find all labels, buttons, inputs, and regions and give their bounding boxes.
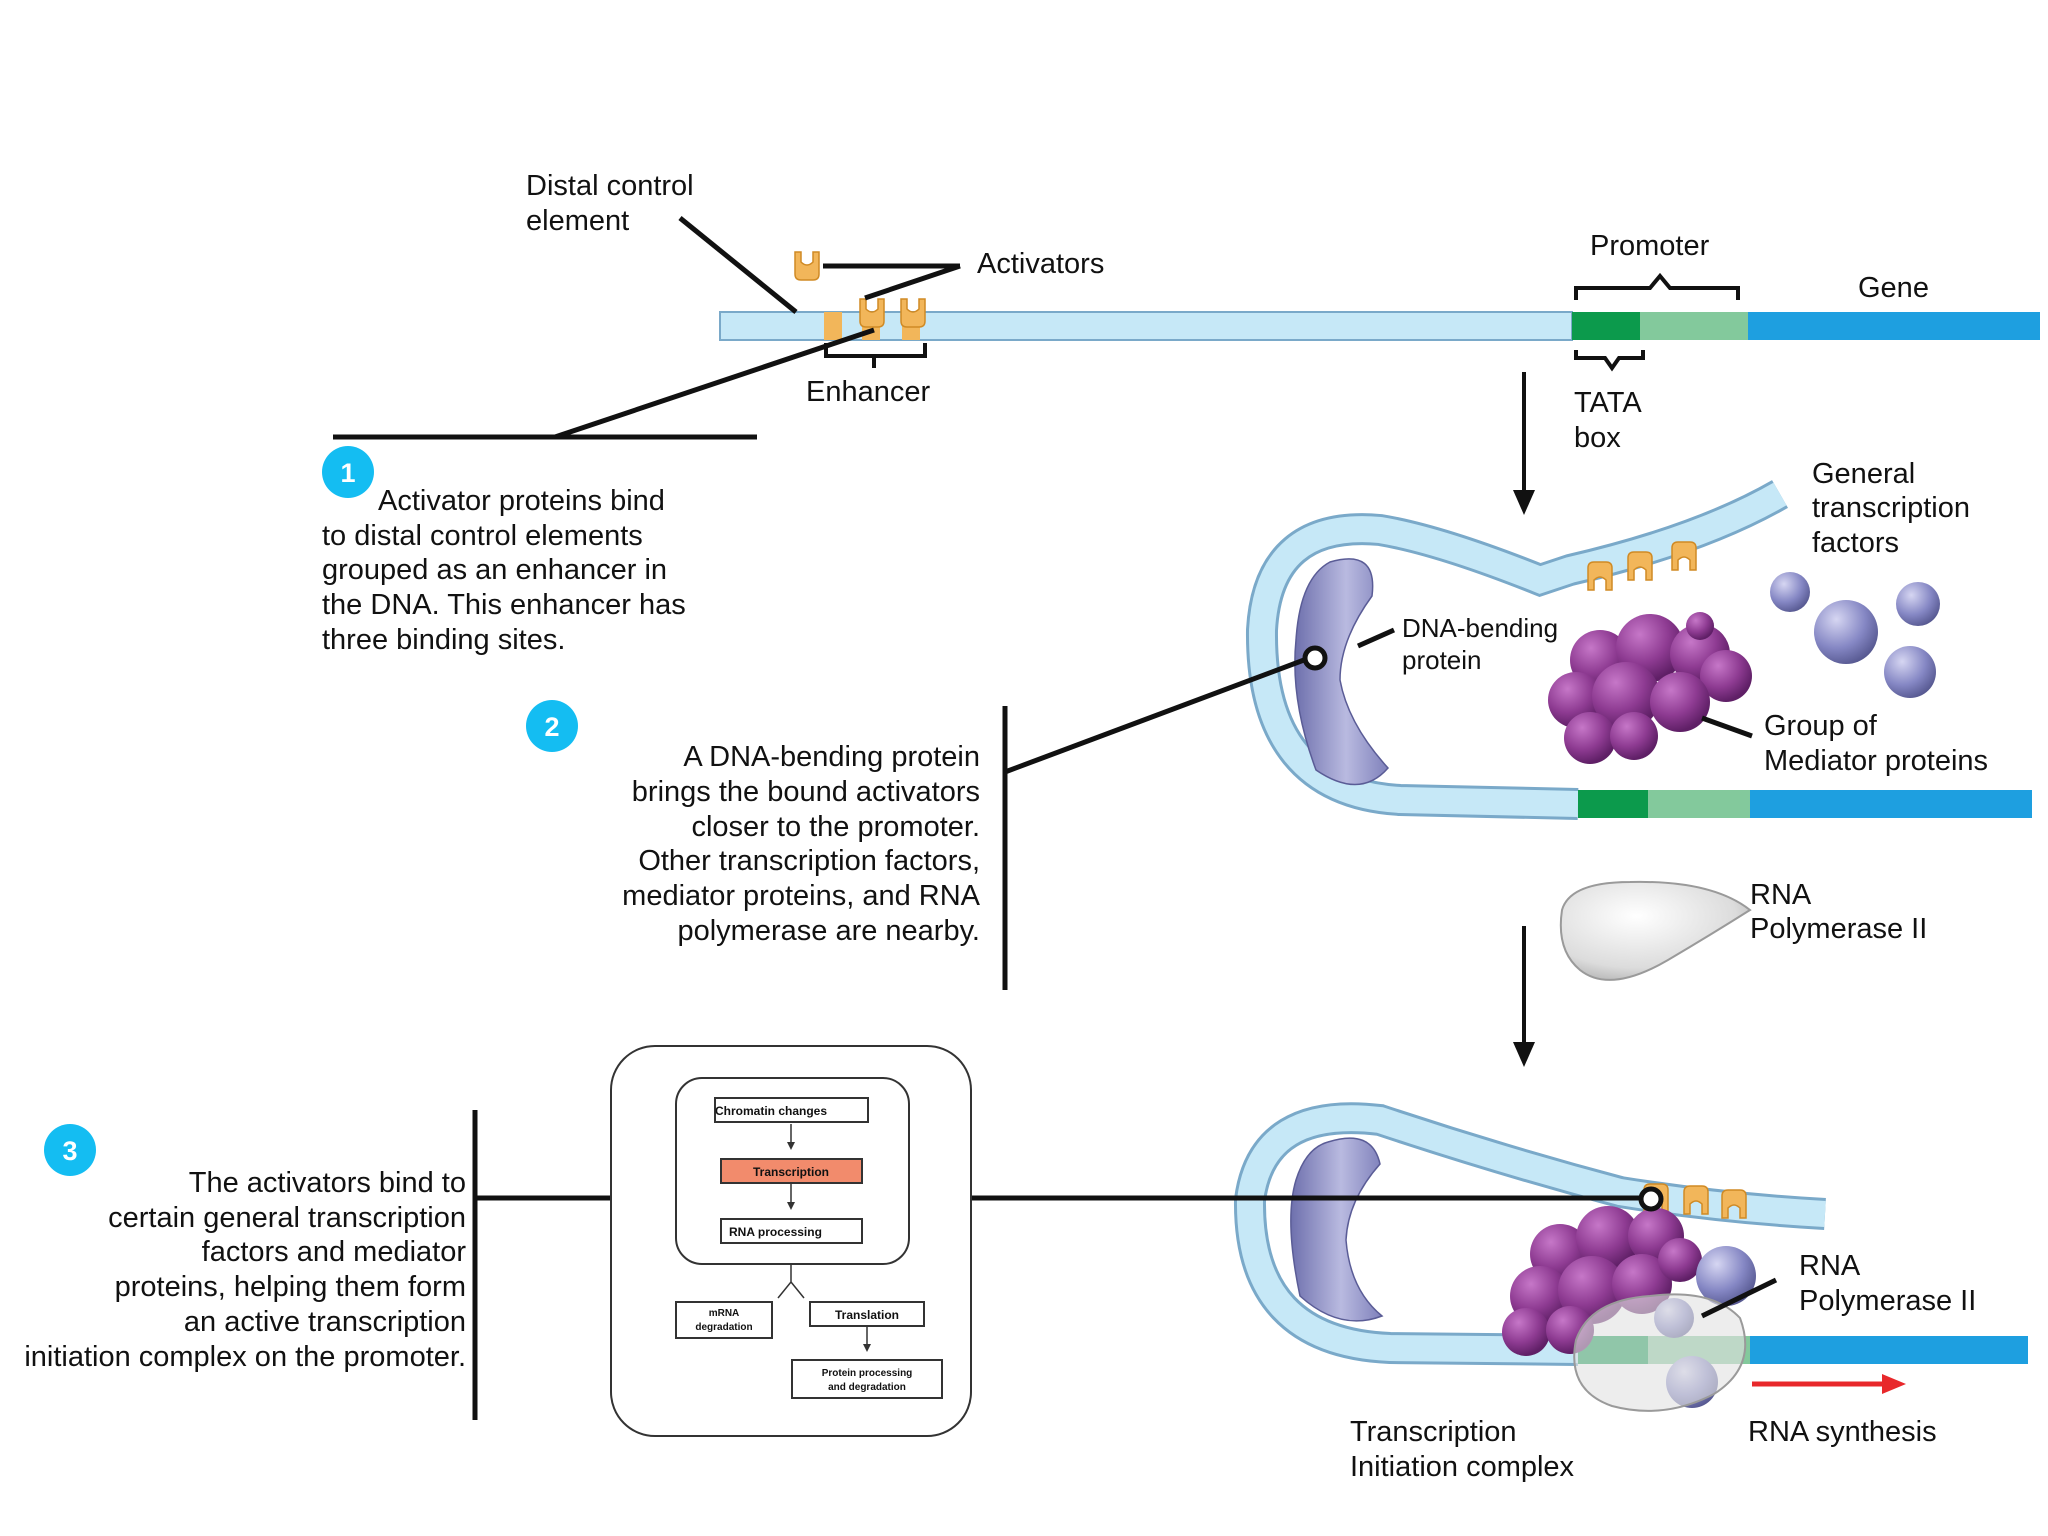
mediator-protein-cluster — [1548, 612, 1752, 764]
step-1-badge: 1 — [322, 446, 374, 498]
svg-text:2: 2 — [544, 712, 559, 742]
svg-text:the DNA. This enhancer has: the DNA. This enhancer has — [322, 589, 686, 621]
label-tata-box: TATA box — [1574, 387, 1642, 454]
svg-text:A DNA-bending protein: A DNA-bending protein — [683, 741, 980, 773]
svg-text:transcription: transcription — [1812, 492, 1970, 524]
svg-text:mediator proteins, and RNA: mediator proteins, and RNA — [622, 880, 980, 912]
label-activators: Activators — [977, 248, 1104, 280]
flow-translation-text: Translation — [835, 1308, 899, 1322]
svg-text:polymerase are nearby.: polymerase are nearby. — [677, 915, 980, 947]
svg-text:Activator proteins bind: Activator proteins bind — [378, 485, 665, 517]
label-general-tf: General transcription factors — [1812, 458, 1970, 559]
rna-polymerase-free — [1559, 880, 1752, 981]
svg-text:factors: factors — [1812, 527, 1899, 559]
svg-text:Distal control: Distal control — [526, 170, 694, 202]
label-gene: Gene — [1858, 272, 1929, 304]
process-arrow-1 — [1513, 372, 1535, 515]
flow-protein-processing-box — [791, 1359, 943, 1399]
complex-pointer-dot — [1638, 1186, 1664, 1212]
flow-protein-text-2: and degradation — [828, 1382, 906, 1393]
flow-mrna-degradation-box — [675, 1301, 773, 1339]
bending-pointer-dot — [1302, 645, 1328, 671]
step-3-badge: 3 — [44, 1124, 96, 1176]
label-enhancer: Enhancer — [806, 376, 930, 408]
label-mediator-group: Group of Mediator proteins — [1764, 710, 1988, 777]
label-distal-control: Distal control element — [526, 170, 694, 237]
general-transcription-factors — [1770, 572, 1940, 698]
svg-text:Mediator proteins: Mediator proteins — [1764, 745, 1988, 777]
flow-chromatin-box — [714, 1097, 869, 1123]
svg-text:three binding sites.: three binding sites. — [322, 624, 565, 656]
flowchart-inset: Chromatin changes Transcription RNA proc… — [610, 1045, 972, 1437]
label-promoter: Promoter — [1590, 230, 1710, 262]
process-arrow-2 — [1513, 926, 1535, 1067]
step-1-text: Activator proteins bind to distal contro… — [322, 485, 686, 656]
svg-text:brings the bound activators: brings the bound activators — [632, 776, 980, 808]
leader-lines-middle — [1002, 627, 1753, 990]
svg-text:RNA: RNA — [1799, 1250, 1861, 1282]
svg-text:3: 3 — [62, 1136, 77, 1166]
svg-text:element: element — [526, 205, 629, 237]
svg-text:an active transcription: an active transcription — [184, 1306, 466, 1338]
svg-text:Initiation complex: Initiation complex — [1350, 1451, 1575, 1483]
leader-lines-top — [333, 216, 1740, 440]
step-3-text: The activators bind to certain general t… — [24, 1167, 466, 1373]
flow-translation-box — [809, 1301, 925, 1327]
flow-mrna-text-1: mRNA — [709, 1308, 740, 1319]
svg-text:Group of: Group of — [1764, 710, 1878, 742]
svg-text:TATA: TATA — [1574, 387, 1642, 419]
label-rna-synthesis: RNA synthesis — [1748, 1416, 1937, 1448]
label-dna-bending: DNA-bending protein — [1402, 613, 1558, 675]
svg-text:DNA-bending: DNA-bending — [1402, 613, 1558, 643]
label-rna-pol-1: RNA Polymerase II — [1750, 879, 1927, 945]
svg-text:closer to the promoter.: closer to the promoter. — [691, 811, 980, 843]
svg-text:certain general transcription: certain general transcription — [108, 1202, 466, 1234]
svg-text:protein: protein — [1402, 645, 1482, 675]
svg-text:General: General — [1812, 458, 1915, 490]
svg-text:1: 1 — [340, 458, 355, 488]
svg-text:box: box — [1574, 422, 1621, 454]
flow-protein-text-1: Protein processing — [822, 1368, 913, 1379]
step-2-text: A DNA-bending protein brings the bound a… — [622, 741, 980, 947]
label-initiation-complex: Transcription Initiation complex — [1350, 1416, 1575, 1483]
step-2-badge: 2 — [526, 700, 578, 752]
svg-text:proteins, helping them form: proteins, helping them form — [115, 1271, 466, 1303]
svg-text:grouped as an enhancer in: grouped as an enhancer in — [322, 554, 667, 586]
flow-rna-processing-box — [720, 1218, 863, 1244]
svg-text:The activators bind to: The activators bind to — [189, 1167, 466, 1199]
svg-text:Polymerase II: Polymerase II — [1799, 1285, 1976, 1317]
flow-transcription-text: Transcription — [753, 1165, 829, 1179]
flow-chromatin-text: Chromatin changes — [715, 1104, 827, 1118]
svg-text:RNA: RNA — [1750, 879, 1812, 911]
svg-text:to distal control elements: to distal control elements — [322, 520, 643, 552]
svg-text:initiation complex on the prom: initiation complex on the promoter. — [24, 1341, 466, 1373]
dna-bending-protein-bottom — [1290, 1137, 1384, 1322]
flow-mrna-text-2: degradation — [695, 1322, 752, 1333]
svg-text:factors and mediator: factors and mediator — [202, 1236, 467, 1268]
flow-transcription-box — [720, 1158, 863, 1184]
flow-rna-processing-text: RNA processing — [729, 1225, 822, 1239]
label-rna-pol-2: RNA Polymerase II — [1799, 1250, 1976, 1317]
svg-text:Polymerase II: Polymerase II — [1750, 913, 1927, 945]
dna-bending-protein — [1294, 558, 1390, 786]
rna-synthesis-arrow — [1752, 1374, 1906, 1394]
rna-polymerase-bound — [1573, 1293, 1747, 1412]
svg-text:Transcription: Transcription — [1350, 1416, 1517, 1448]
svg-text:Other transcription factors,: Other transcription factors, — [638, 845, 980, 877]
